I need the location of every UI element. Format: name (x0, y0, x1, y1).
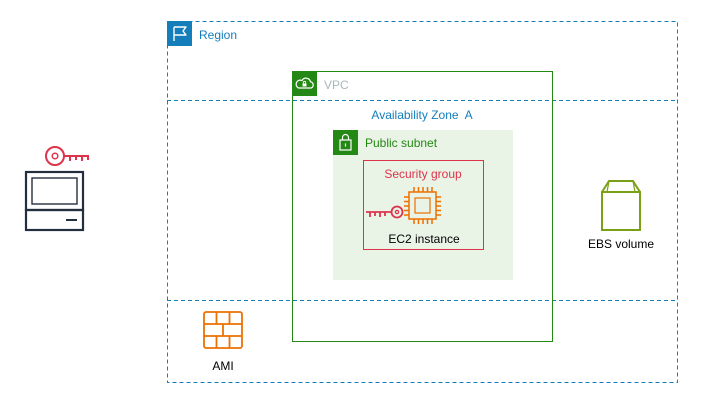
ami-grid-icon (203, 311, 243, 349)
ebs-volume-label: EBS volume (588, 237, 654, 251)
key-icon (45, 146, 89, 166)
cloud-lock-icon (292, 71, 317, 96)
ami-label: AMI (212, 359, 233, 373)
flag-icon (167, 21, 192, 46)
ec2-instance-label: EC2 instance (388, 232, 460, 246)
client (24, 146, 89, 232)
chip-icon (404, 187, 441, 224)
ami: AMI (203, 311, 243, 373)
vpc-border (292, 71, 553, 342)
key-icon (366, 205, 404, 219)
public-subnet-group: Public subnet (333, 130, 513, 280)
security-group-label: Security group (384, 167, 462, 181)
computer-icon (24, 170, 85, 232)
vpc-group: VPC (292, 71, 553, 342)
region-border (167, 21, 678, 383)
availability-zone-group: Availability Zone A (167, 100, 677, 301)
security-group-border (363, 160, 484, 250)
ebs-volume: EBS volume (588, 180, 654, 251)
public-subnet-area (333, 130, 513, 280)
region-group: Region (167, 21, 678, 383)
public-subnet-label: Public subnet (365, 136, 438, 150)
padlock-icon (333, 130, 358, 155)
availability-zone-label: Availability Zone A (371, 108, 472, 122)
vpc-label: VPC (324, 78, 349, 92)
security-group: Security group (363, 160, 484, 250)
volume-box-icon (601, 180, 641, 231)
region-label: Region (199, 28, 237, 42)
ec2-instance: EC2 instance (366, 187, 460, 246)
